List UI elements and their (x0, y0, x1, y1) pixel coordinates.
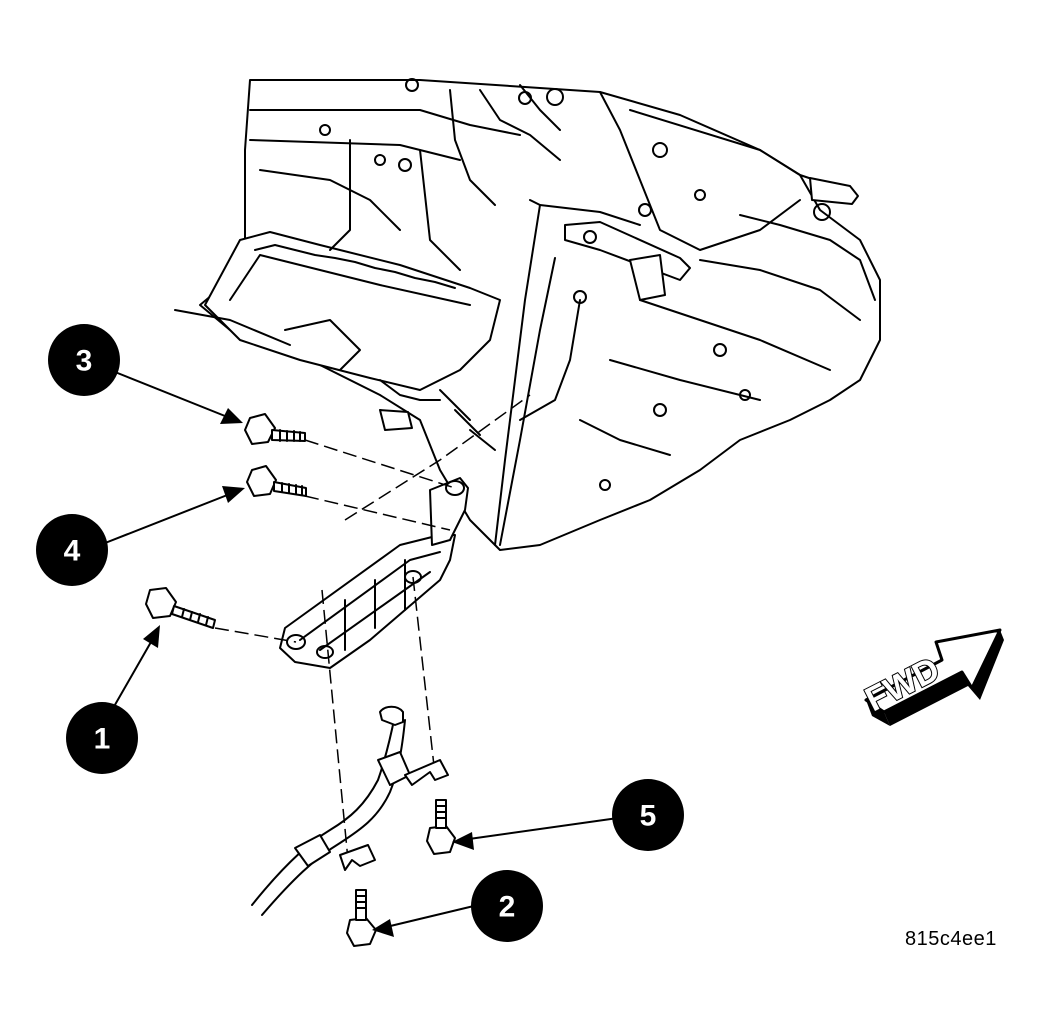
alignment-lines (214, 394, 531, 861)
bolt-1 (145, 587, 216, 629)
leader-arrows (99, 369, 619, 937)
callout-4-label: 4 (64, 535, 81, 568)
callout-5: 5 (612, 779, 684, 851)
mounting-bracket (279, 477, 469, 669)
bolt-5 (426, 799, 456, 855)
callout-3-label: 3 (76, 345, 93, 378)
bolt-3 (244, 413, 306, 445)
callout-2: 2 (471, 870, 543, 942)
callout-3: 3 (48, 324, 120, 396)
callout-1: 1 (66, 702, 138, 774)
callout-1-label: 1 (94, 723, 111, 756)
callout-5-label: 5 (640, 800, 657, 833)
cable-harness (251, 705, 449, 916)
bolt-4 (246, 465, 307, 497)
figure-id: 815c4ee1 (905, 928, 997, 950)
bolt-2 (346, 889, 377, 947)
engine-transmission-assembly (174, 78, 881, 551)
forward-direction-arrow: FWD (858, 628, 1004, 726)
callout-4: 4 (36, 514, 108, 586)
callout-2-label: 2 (499, 891, 516, 924)
